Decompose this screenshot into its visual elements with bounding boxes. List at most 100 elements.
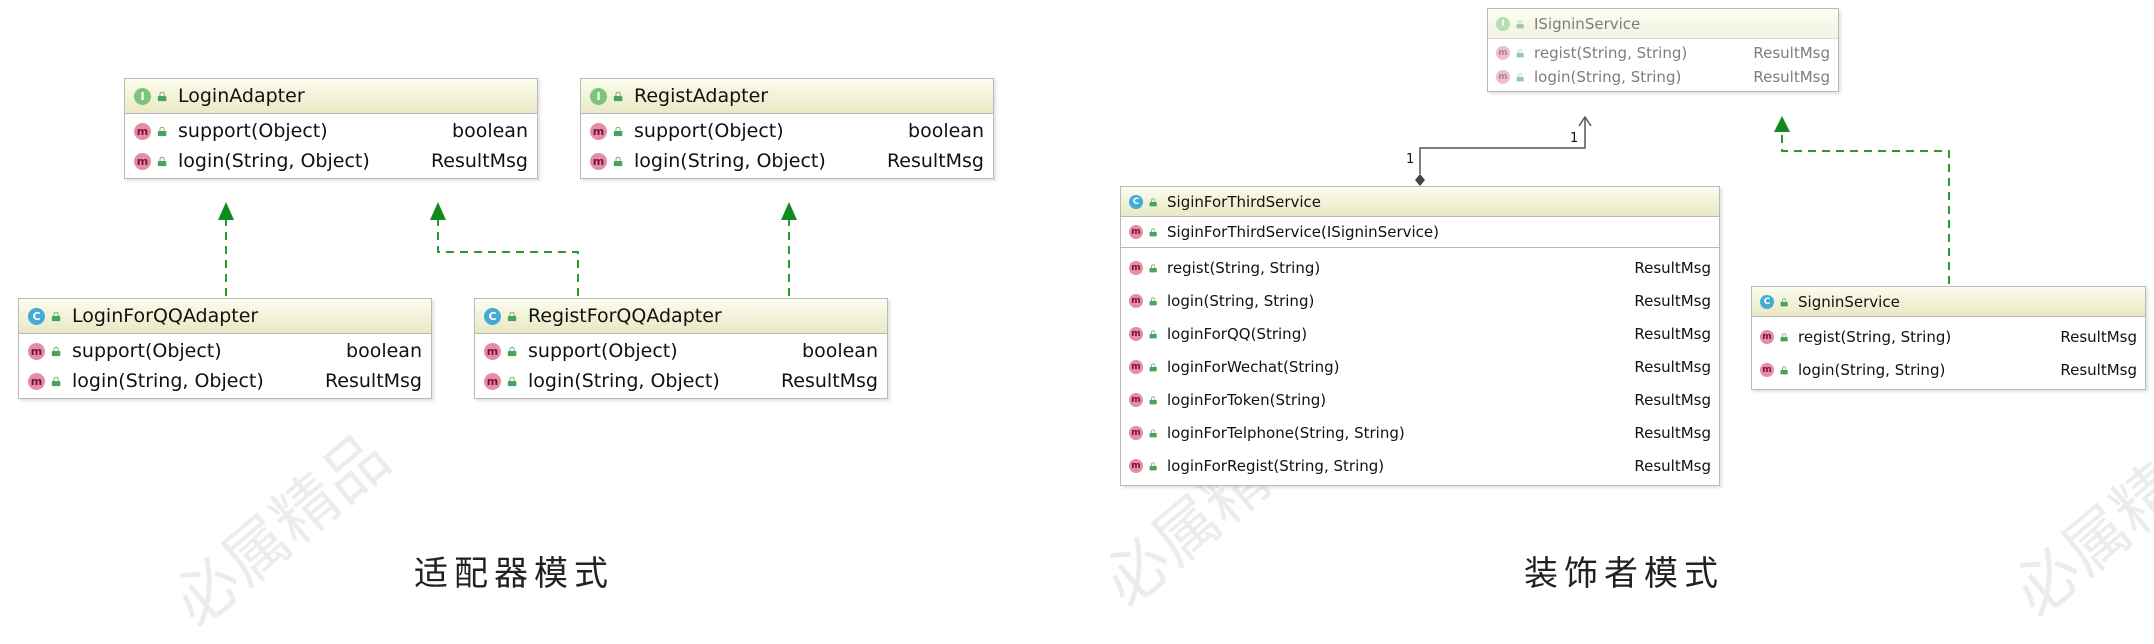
method-row: m loginForToken(String) ResultMsg (1121, 383, 1719, 416)
method-return: boolean (452, 120, 528, 142)
method-name: loginForWechat(String) (1167, 357, 1340, 376)
method-icon: m (1129, 293, 1143, 308)
public-visibility-icon (1149, 395, 1158, 404)
method-row: m loginForRegist(String, String) ResultM… (1121, 449, 1719, 482)
method-name: login(String, Object) (528, 370, 720, 392)
decorator-pattern-caption: 装饰者模式 (1524, 554, 1724, 594)
method-icon: m (1129, 260, 1143, 275)
class-name: LoginAdapter (178, 85, 305, 107)
method-icon: m (1129, 225, 1143, 239)
public-visibility-icon (51, 376, 61, 387)
method-return: ResultMsg (430, 150, 528, 172)
method-name: regist(String, String) (1534, 44, 1688, 62)
multiplicity-label: 1 (1570, 131, 1579, 146)
method-icon: m (1129, 425, 1143, 440)
method-return: boolean (908, 120, 984, 142)
method-row: m loginForTelphone(String, String) Resul… (1121, 416, 1719, 449)
public-visibility-icon (1516, 19, 1525, 28)
class-name: LoginForQQAdapter (72, 305, 259, 327)
signin-service-class[interactable]: C SigninService m regist(String, String)… (1751, 286, 2146, 390)
login-adapter-interface[interactable]: I LoginAdapter m support(Object) boolean… (124, 78, 538, 179)
regist-adapter-interface[interactable]: I RegistAdapter m support(Object) boolea… (580, 78, 994, 179)
method-return: ResultMsg (1634, 456, 1711, 475)
method-name: regist(String, String) (1798, 327, 1952, 346)
method-row: m loginForWechat(String) ResultMsg (1121, 350, 1719, 383)
method-name: loginForQQ(String) (1167, 324, 1308, 343)
public-visibility-icon (1149, 197, 1158, 206)
method-icon: m (1129, 392, 1143, 407)
class-icon: C (28, 307, 45, 325)
method-icon: m (1129, 359, 1143, 374)
class-header: I RegistAdapter (581, 79, 993, 114)
class-icon: C (1760, 294, 1774, 309)
class-header: I LoginAdapter (125, 79, 537, 114)
public-visibility-icon (1149, 329, 1158, 338)
method-row: m login(String, String) ResultMsg (1752, 353, 2145, 386)
class-icon: C (484, 307, 501, 325)
method-name: login(String, Object) (634, 150, 826, 172)
method-row: m login(String, Object) ResultMsg (581, 146, 993, 176)
public-visibility-icon (507, 376, 517, 387)
method-icon: m (28, 342, 45, 360)
method-return: ResultMsg (2060, 327, 2137, 346)
public-visibility-icon (1149, 362, 1158, 371)
isignin-service-interface[interactable]: I ISigninService m regist(String, String… (1487, 8, 1839, 92)
aggregation-line (1419, 118, 1586, 174)
method-icon: m (134, 152, 151, 170)
method-icon: m (590, 152, 607, 170)
implements-arrowhead (781, 202, 797, 220)
class-name: ISigninService (1534, 14, 1641, 33)
public-visibility-icon (51, 346, 61, 357)
method-icon: m (590, 122, 607, 140)
public-visibility-icon (613, 126, 623, 137)
method-icon: m (1496, 46, 1510, 60)
constructor-name: SiginForThirdService(ISigninService) (1167, 223, 1439, 241)
method-icon: m (484, 372, 501, 390)
method-icon: m (1129, 326, 1143, 341)
method-name: support(Object) (178, 120, 328, 142)
sigin-for-third-service-class[interactable]: C SiginForThirdService m SiginForThirdSe… (1120, 186, 1720, 486)
method-row: m login(String, Object) ResultMsg (475, 366, 887, 396)
method-return: ResultMsg (1634, 258, 1711, 277)
method-icon: m (1760, 362, 1774, 377)
implements-arrowhead (430, 202, 446, 220)
public-visibility-icon (1149, 461, 1158, 470)
multiplicity-label: 1 (1406, 152, 1415, 167)
method-return: boolean (346, 340, 422, 362)
public-visibility-icon (1780, 332, 1789, 341)
public-visibility-icon (157, 91, 167, 102)
method-row: m login(String, String) ResultMsg (1488, 65, 1838, 89)
method-return: ResultMsg (2060, 360, 2137, 379)
interface-icon: I (590, 87, 607, 105)
method-icon: m (28, 372, 45, 390)
method-icon: m (484, 342, 501, 360)
class-name: SigninService (1798, 292, 1900, 311)
login-for-qq-adapter-class[interactable]: C LoginForQQAdapter m support(Object) bo… (18, 298, 432, 399)
method-return: ResultMsg (780, 370, 878, 392)
adapter-pattern-caption: 适配器模式 (414, 554, 614, 594)
method-return: ResultMsg (1634, 324, 1711, 343)
relationship-lines (218, 115, 1950, 296)
regist-for-qq-adapter-class[interactable]: C RegistForQQAdapter m support(Object) b… (474, 298, 888, 399)
public-visibility-icon (1149, 263, 1158, 272)
implements-arrow (1781, 132, 1950, 284)
class-header: C LoginForQQAdapter (19, 299, 431, 334)
method-name: login(String, String) (1798, 360, 1946, 379)
method-row: m regist(String, String) ResultMsg (1752, 320, 2145, 353)
public-visibility-icon (1780, 365, 1789, 374)
aggregation-diamond (1415, 174, 1425, 186)
method-name: regist(String, String) (1167, 258, 1321, 277)
method-name: support(Object) (72, 340, 222, 362)
method-row: m login(String, String) ResultMsg (1121, 284, 1719, 317)
method-icon: m (134, 122, 151, 140)
method-name: support(Object) (528, 340, 678, 362)
method-return: ResultMsg (324, 370, 422, 392)
constructor-row: m SiginForThirdService(ISigninService) (1121, 217, 1719, 248)
method-icon: m (1760, 329, 1774, 344)
method-row: m support(Object) boolean (125, 116, 537, 146)
method-return: ResultMsg (886, 150, 984, 172)
class-name: RegistAdapter (634, 85, 769, 107)
public-visibility-icon (157, 156, 167, 167)
public-visibility-icon (1149, 296, 1158, 305)
method-row: m support(Object) boolean (19, 336, 431, 366)
